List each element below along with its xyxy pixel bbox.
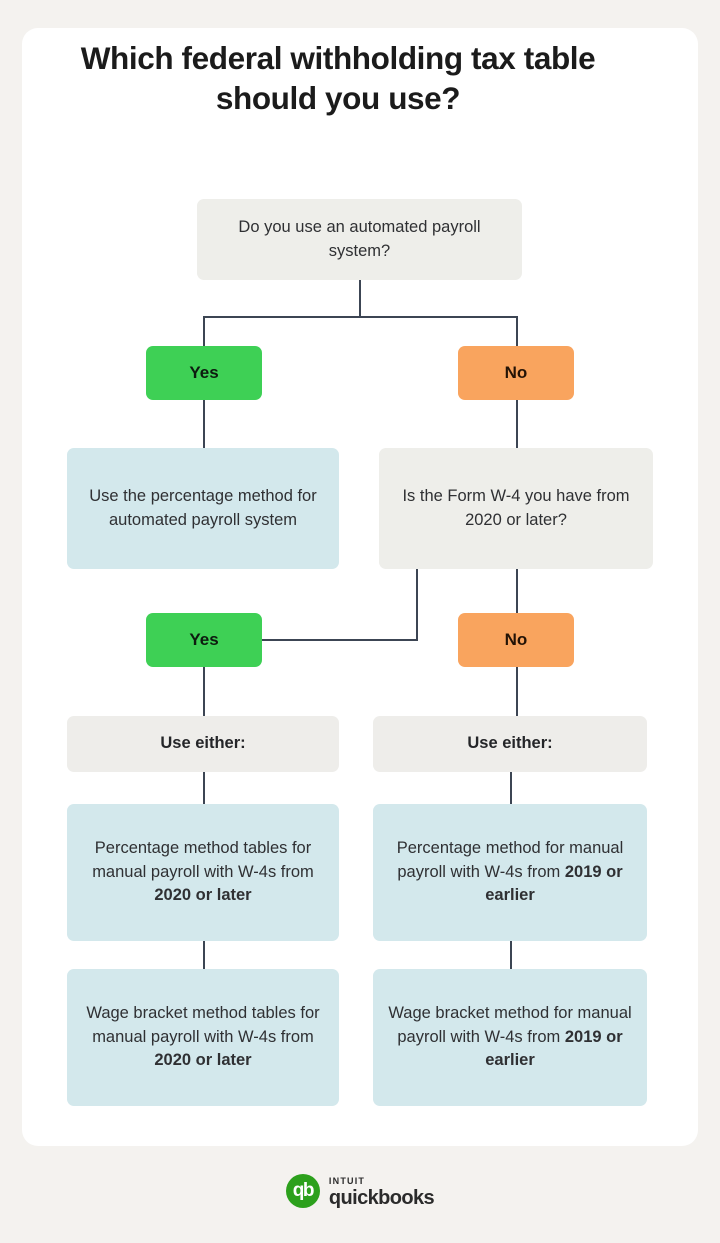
- connector-no-to-q2: [516, 399, 518, 449]
- branch-q1-no[interactable]: No: [458, 346, 574, 400]
- quickbooks-logo-icon: qb: [285, 1174, 320, 1208]
- use-either-left: Use either:: [67, 716, 339, 772]
- page-title: Which federal withholding tax table shou…: [80, 40, 596, 117]
- connector-right-option1-to-option2: [510, 940, 512, 970]
- connector-yes-to-result: [203, 399, 205, 449]
- option-right-1-text: Percentage method for manual payroll wit…: [396, 839, 624, 881]
- option-right-2-text: Wage bracket method for manual payroll w…: [388, 1004, 632, 1046]
- branch-q2-no[interactable]: No: [458, 613, 574, 667]
- connector-q2-yes-elbow-horizontal: [262, 639, 418, 641]
- use-either-right: Use either:: [373, 716, 647, 772]
- connector-q2-yes-elbow-vertical: [416, 568, 418, 641]
- connector-q1-split: [203, 316, 517, 318]
- connector-left-option1-to-option2: [203, 940, 205, 970]
- option-right-wage-bracket: Wage bracket method for manual payroll w…: [373, 969, 647, 1106]
- connector-right-useeither-to-option1: [510, 771, 512, 805]
- result-percentage-automated: Use the percentage method for automated …: [67, 448, 339, 569]
- connector-no2-to-useeither: [516, 667, 518, 717]
- option-right-1-emphasis: 2019 or earlier: [485, 862, 623, 905]
- question-form-w4-year: Is the Form W-4 you have from 2020 or la…: [379, 448, 653, 569]
- option-right-percentage: Percentage method for manual payroll wit…: [373, 804, 647, 941]
- quickbooks-logo: qb Intuit quickbooks: [0, 1174, 720, 1208]
- logo-wordmark: Intuit quickbooks: [328, 1173, 435, 1209]
- logo-intuit-text: Intuit: [328, 1173, 366, 1188]
- logo-quickbooks-text: quickbooks: [328, 1186, 435, 1209]
- option-left-2-emphasis: 2020 or later: [154, 1051, 252, 1070]
- option-right-2-emphasis: 2019 or earlier: [485, 1027, 623, 1070]
- logo-monogram-text: qb: [292, 1180, 315, 1201]
- connector-q1-to-yes: [203, 316, 205, 348]
- connector-q1-stem: [359, 280, 361, 317]
- branch-q1-yes[interactable]: Yes: [146, 346, 262, 400]
- option-left-1-text: Percentage method tables for manual payr…: [92, 839, 314, 881]
- question-automated-payroll: Do you use an automated payroll system?: [197, 199, 522, 280]
- option-left-wage-bracket-tables: Wage bracket method tables for manual pa…: [67, 969, 339, 1106]
- option-left-1-emphasis: 2020 or later: [154, 886, 252, 905]
- option-left-percentage-tables: Percentage method tables for manual payr…: [67, 804, 339, 941]
- connector-q2-to-no: [516, 568, 518, 616]
- connector-yes2-to-useeither: [203, 667, 205, 717]
- option-left-2-text: Wage bracket method tables for manual pa…: [86, 1004, 320, 1046]
- connector-left-useeither-to-option1: [203, 771, 205, 805]
- connector-q1-to-no: [516, 316, 518, 348]
- branch-q2-yes[interactable]: Yes: [146, 613, 262, 667]
